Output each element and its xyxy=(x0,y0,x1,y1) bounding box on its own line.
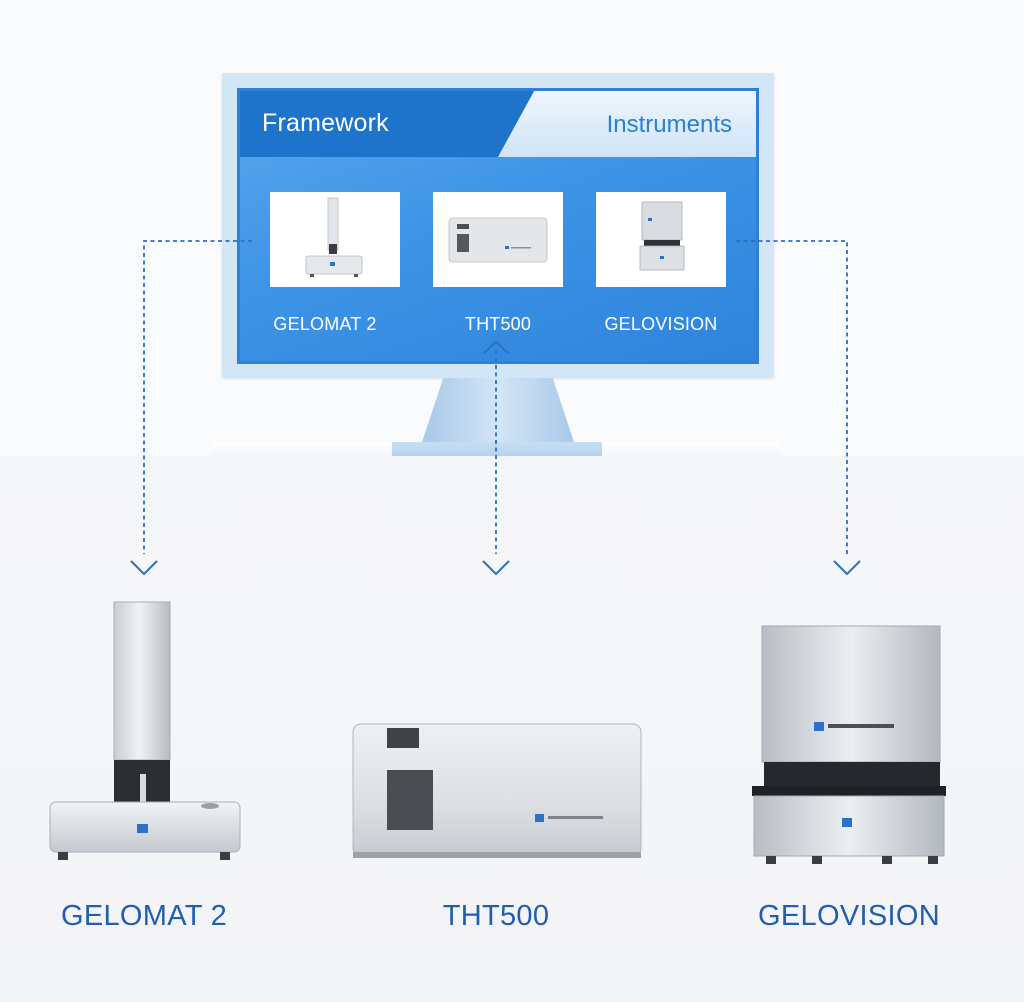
tab-instruments[interactable] xyxy=(498,91,756,157)
tab-framework-label: Framework xyxy=(262,109,389,137)
gelomat-2-thumbnail-image xyxy=(305,197,363,277)
monitor-screen: Framework Instruments GELOMAT 2 xyxy=(237,88,759,364)
thumbnail-label-tht500: THT500 xyxy=(464,314,532,334)
thumbnail-tht500[interactable] xyxy=(433,192,563,287)
connector-gelovision xyxy=(736,240,848,554)
product-label-gelomat-2: GELOMAT 2 xyxy=(60,900,227,932)
tab-framework[interactable] xyxy=(240,91,540,157)
tab-instruments-label: Instruments xyxy=(606,111,732,138)
thumbnail-label-gelovision: GELOVISION xyxy=(604,314,718,334)
monitor: Framework Instruments GELOMAT 2 xyxy=(222,73,774,378)
tab-bar: Framework Instruments xyxy=(240,91,756,157)
thumbnail-gelomat-2[interactable] xyxy=(270,192,400,287)
chevron-up-icon xyxy=(483,340,509,354)
device-tht500 xyxy=(352,723,642,858)
monitor-stand-base xyxy=(392,442,602,456)
thumbnail-gelovision[interactable] xyxy=(596,192,726,287)
chevron-down-icon xyxy=(482,560,510,576)
chevron-down-icon xyxy=(833,560,861,576)
monitor-neck xyxy=(422,378,574,442)
product-label-gelovision: GELOVISION xyxy=(758,900,940,932)
device-gelomat-2 xyxy=(49,601,241,860)
thumbnail-label-gelomat-2: GELOMAT 2 xyxy=(273,314,377,334)
tht500-thumbnail-image xyxy=(448,217,548,263)
chevron-down-icon xyxy=(130,560,158,576)
device-gelovision xyxy=(752,625,946,864)
product-label-tht500: THT500 xyxy=(442,900,550,932)
connector-gelomat-2 xyxy=(143,240,252,554)
gelovision-thumbnail-image xyxy=(639,201,685,271)
